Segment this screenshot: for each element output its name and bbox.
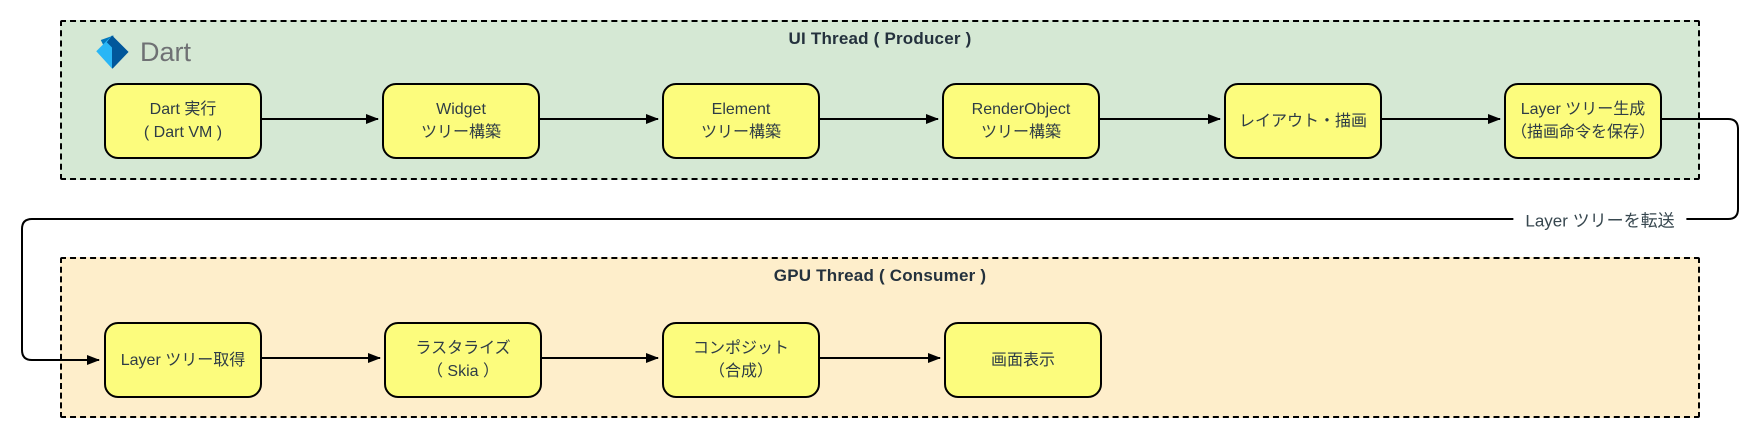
node-rasterize: ラスタライズ （ Skia ）: [384, 322, 542, 398]
dart-logo-label: Dart: [140, 36, 192, 67]
node-label: Layer ツリー取得: [120, 351, 246, 369]
node-composite: コンポジット （合成）: [662, 322, 820, 398]
node-label: ( Dart VM ): [143, 124, 223, 141]
node-layer-tree-receive: Layer ツリー取得: [104, 322, 262, 398]
node-label: （ Skia ）: [426, 363, 500, 380]
node-label: ツリー構築: [700, 124, 781, 141]
dart-logo: Dart: [94, 34, 191, 70]
node-display: 画面表示: [944, 322, 1102, 398]
node-element-tree: Element ツリー構築: [662, 83, 820, 159]
node-label: コンポジット: [692, 340, 789, 357]
node-label: ツリー構築: [980, 124, 1061, 141]
gpu-thread-container: GPU Thread ( Consumer ) Layer ツリー取得 ラスタラ…: [60, 257, 1700, 418]
node-label: RenderObject: [971, 101, 1071, 118]
node-label: Widget: [436, 101, 486, 118]
transfer-label: Layer ツリーを転送: [1513, 204, 1687, 234]
node-renderobject-tree: RenderObject ツリー構築: [942, 83, 1100, 159]
node-label: Dart 実行: [149, 101, 217, 118]
dart-logo-icon: [96, 35, 129, 69]
gpu-thread-title: GPU Thread ( Consumer ): [773, 266, 987, 285]
node-label: レイアウト・描画: [1238, 112, 1367, 130]
node-label: ツリー構築: [420, 124, 501, 141]
ui-thread-container: UI Thread ( Producer ) Dart Dart 実行 ( Da…: [60, 20, 1700, 180]
node-widget-tree: Widget ツリー構築: [382, 83, 540, 159]
node-label: Layer ツリー生成: [1520, 101, 1646, 118]
node-layer-tree-generate: Layer ツリー生成 （描画命令を保存）: [1504, 83, 1662, 159]
ui-thread-title: UI Thread ( Producer ): [788, 29, 972, 48]
node-label: Element: [711, 101, 771, 118]
node-label: （描画命令を保存）: [1510, 124, 1655, 141]
node-label: ラスタライズ: [415, 340, 511, 357]
node-layout-paint: レイアウト・描画: [1224, 83, 1382, 159]
node-label: 画面表示: [990, 351, 1055, 369]
node-label: （合成）: [708, 363, 773, 380]
node-dart-vm: Dart 実行 ( Dart VM ): [104, 83, 262, 159]
